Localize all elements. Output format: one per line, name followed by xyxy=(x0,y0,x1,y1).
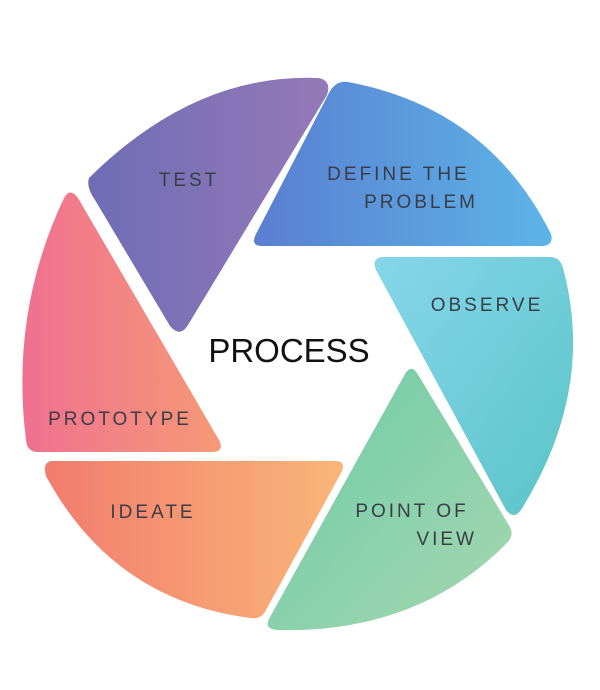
label-define-the-problem: DEFINE THE PROBLEM xyxy=(327,164,478,213)
label-observe: OBSERVE xyxy=(431,295,544,316)
segment-point-of-view xyxy=(267,368,512,631)
segment-define-the-problem xyxy=(254,81,552,246)
segment-observe xyxy=(374,257,574,515)
segment-test xyxy=(88,77,329,332)
segment-prototype xyxy=(22,192,221,452)
center-label: PROCESS xyxy=(208,332,369,369)
label-point-of-view: POINT OF VIEW xyxy=(355,501,477,550)
label-test: TEST xyxy=(159,170,220,191)
label-ideate: IDEATE xyxy=(110,502,195,523)
label-prototype: PROTOTYPE xyxy=(48,409,192,430)
segment-ideate xyxy=(44,461,343,619)
